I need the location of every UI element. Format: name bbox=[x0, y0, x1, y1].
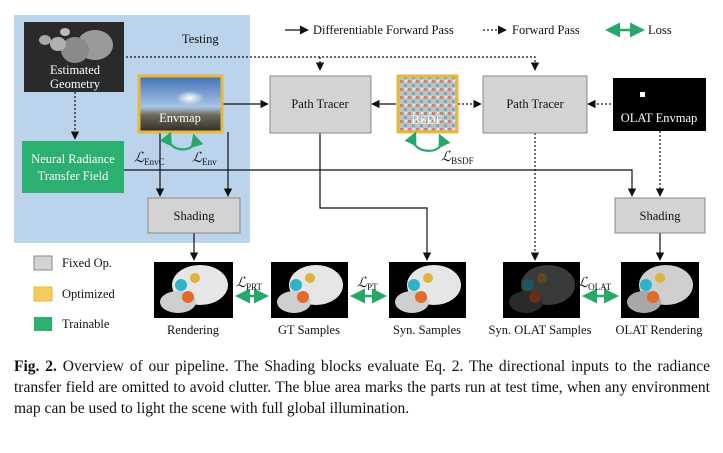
loss-pt-arrow: ℒPT bbox=[350, 276, 387, 304]
olat-envmap-block: OLAT Envmap bbox=[613, 78, 706, 131]
rendering-image bbox=[154, 262, 233, 318]
legend-loss-label: Loss bbox=[648, 23, 672, 37]
olat-rendering-label: OLAT Rendering bbox=[616, 323, 704, 337]
legend-optimized-label: Optimized bbox=[62, 287, 116, 301]
loss-env-loop bbox=[159, 131, 204, 151]
svg-text:ℒPRT: ℒPRT bbox=[236, 276, 263, 292]
envmap-label: Envmap bbox=[159, 111, 201, 125]
svg-text:BSDF: BSDF bbox=[411, 113, 442, 127]
svg-text:Path Tracer: Path Tracer bbox=[291, 97, 349, 111]
legend-bottom: Fixed Op. Optimized Trainable bbox=[33, 255, 116, 331]
geometry-label-line2: Geometry bbox=[50, 77, 101, 91]
syn-olat-samples-image bbox=[503, 262, 580, 318]
legend-differentiable-label: Differentiable Forward Pass bbox=[313, 23, 454, 37]
svg-text:Transfer Field: Transfer Field bbox=[38, 169, 109, 183]
path-tracer-right: Path Tracer bbox=[482, 75, 588, 134]
envmap-block: Envmap bbox=[137, 74, 224, 134]
svg-text:Shading: Shading bbox=[640, 209, 682, 223]
gt-samples-label: GT Samples bbox=[278, 323, 340, 337]
testing-label: Testing bbox=[182, 32, 219, 46]
shading-left: Shading bbox=[147, 197, 241, 234]
svg-text:ℒOLAT: ℒOLAT bbox=[578, 276, 612, 292]
loss-olat-arrow: ℒOLAT bbox=[578, 276, 619, 304]
gt-samples-image bbox=[271, 262, 348, 318]
loss-bsdf-label: ℒBSDF bbox=[441, 150, 474, 166]
estimated-geometry: Estimated Geometry bbox=[24, 22, 124, 92]
syn-olat-samples-label: Syn. OLAT Samples bbox=[489, 323, 592, 337]
loss-bsdf-loop bbox=[404, 131, 451, 152]
olat-rendering-image bbox=[621, 262, 699, 318]
legend-top: Differentiable Forward Pass Forward Pass… bbox=[285, 22, 672, 38]
nrtf-block: Neural Radiance Transfer Field bbox=[22, 141, 124, 193]
figure-caption: Fig. 2. Overview of our pipeline. The Sh… bbox=[14, 356, 710, 419]
svg-text:OLAT Envmap: OLAT Envmap bbox=[621, 111, 698, 125]
legend-fixed-label: Fixed Op. bbox=[62, 256, 112, 270]
bsdf-block: BSDF bbox=[396, 74, 459, 134]
legend-trainable-label: Trainable bbox=[62, 317, 110, 331]
syn-samples-image bbox=[389, 262, 466, 318]
legend-forward-label: Forward Pass bbox=[512, 23, 580, 37]
svg-text:Neural Radiance: Neural Radiance bbox=[31, 152, 115, 166]
rendering-label: Rendering bbox=[167, 323, 220, 337]
loss-prt-arrow: ℒPRT bbox=[235, 276, 269, 304]
path-tracer-left: Path Tracer bbox=[269, 75, 372, 134]
geometry-label-line1: Estimated bbox=[50, 63, 101, 77]
pipeline-diagram: Testing Differentiable Forward Pass Forw… bbox=[14, 15, 706, 337]
syn-samples-label: Syn. Samples bbox=[393, 323, 461, 337]
svg-text:Path Tracer: Path Tracer bbox=[506, 97, 564, 111]
shading-right: Shading bbox=[614, 197, 706, 234]
svg-text:ℒPT: ℒPT bbox=[357, 276, 378, 292]
caption-text: Overview of our pipeline. The Shading bl… bbox=[14, 358, 710, 417]
caption-label: Fig. 2. bbox=[14, 358, 57, 375]
svg-text:Shading: Shading bbox=[174, 209, 216, 223]
